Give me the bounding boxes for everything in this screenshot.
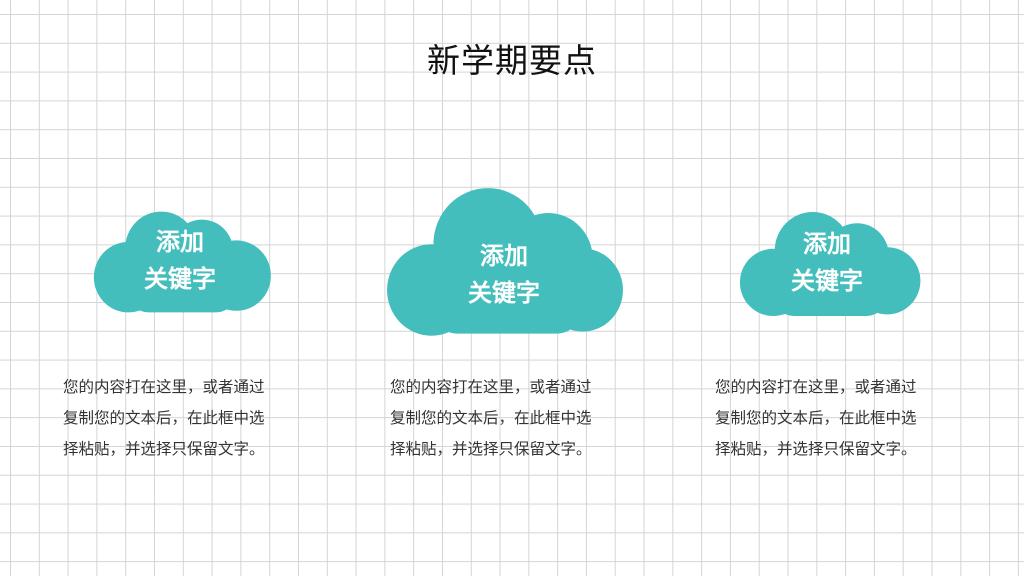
- desc-line-3: 择粘贴，并选择只保留文字。: [715, 440, 917, 458]
- cloud-shape-2: 添加 关键字: [383, 186, 625, 342]
- cloud-icon: [387, 188, 623, 336]
- keyword-line-2: 关键字: [791, 267, 863, 295]
- card-description-2: 您的内容打在这里，或者通过 复制您的文本后，在此框中选 择粘贴，并选择只保留文字…: [390, 372, 630, 465]
- cloud-shape-3: 添加 关键字: [732, 204, 922, 324]
- desc-line-3: 择粘贴，并选择只保留文字。: [63, 440, 265, 458]
- desc-line-1: 您的内容打在这里，或者通过: [63, 378, 265, 396]
- cloud-icon: [93, 211, 271, 313]
- keyword-line-2: 关键字: [468, 279, 540, 307]
- desc-line-1: 您的内容打在这里，或者通过: [715, 378, 917, 396]
- cloud-keyword: 添加 关键字: [732, 226, 922, 300]
- card-description-1: 您的内容打在这里，或者通过 复制您的文本后，在此框中选 择粘贴，并选择只保留文字…: [63, 372, 303, 465]
- cloud-keyword: 添加 关键字: [86, 224, 274, 298]
- point-card-3: 添加 关键字 您的内容打在这里，或者通过 复制您的文本后，在此框中选 择粘贴，并…: [710, 180, 990, 480]
- cloud-keyword: 添加 关键字: [383, 238, 625, 312]
- desc-line-1: 您的内容打在这里，或者通过: [390, 378, 592, 396]
- keyword-line-1: 添加: [480, 242, 528, 270]
- point-card-2: 添加 关键字 您的内容打在这里，或者通过 复制您的文本后，在此框中选 择粘贴，并…: [383, 180, 663, 480]
- keyword-line-2: 关键字: [144, 265, 216, 293]
- desc-line-2: 复制您的文本后，在此框中选: [63, 409, 265, 427]
- cloud-icon: [739, 212, 921, 316]
- desc-line-2: 复制您的文本后，在此框中选: [390, 409, 592, 427]
- point-card-1: 添加 关键字 您的内容打在这里，或者通过 复制您的文本后，在此框中选 择粘贴，并…: [58, 180, 338, 480]
- page-title: 新学期要点: [427, 41, 597, 80]
- cloud-shape-1: 添加 关键字: [86, 202, 274, 322]
- keyword-line-1: 添加: [156, 228, 204, 256]
- desc-line-3: 择粘贴，并选择只保留文字。: [390, 440, 592, 458]
- desc-line-2: 复制您的文本后，在此框中选: [715, 409, 917, 427]
- keyword-line-1: 添加: [803, 230, 851, 258]
- card-description-3: 您的内容打在这里，或者通过 复制您的文本后，在此框中选 择粘贴，并选择只保留文字…: [715, 372, 955, 465]
